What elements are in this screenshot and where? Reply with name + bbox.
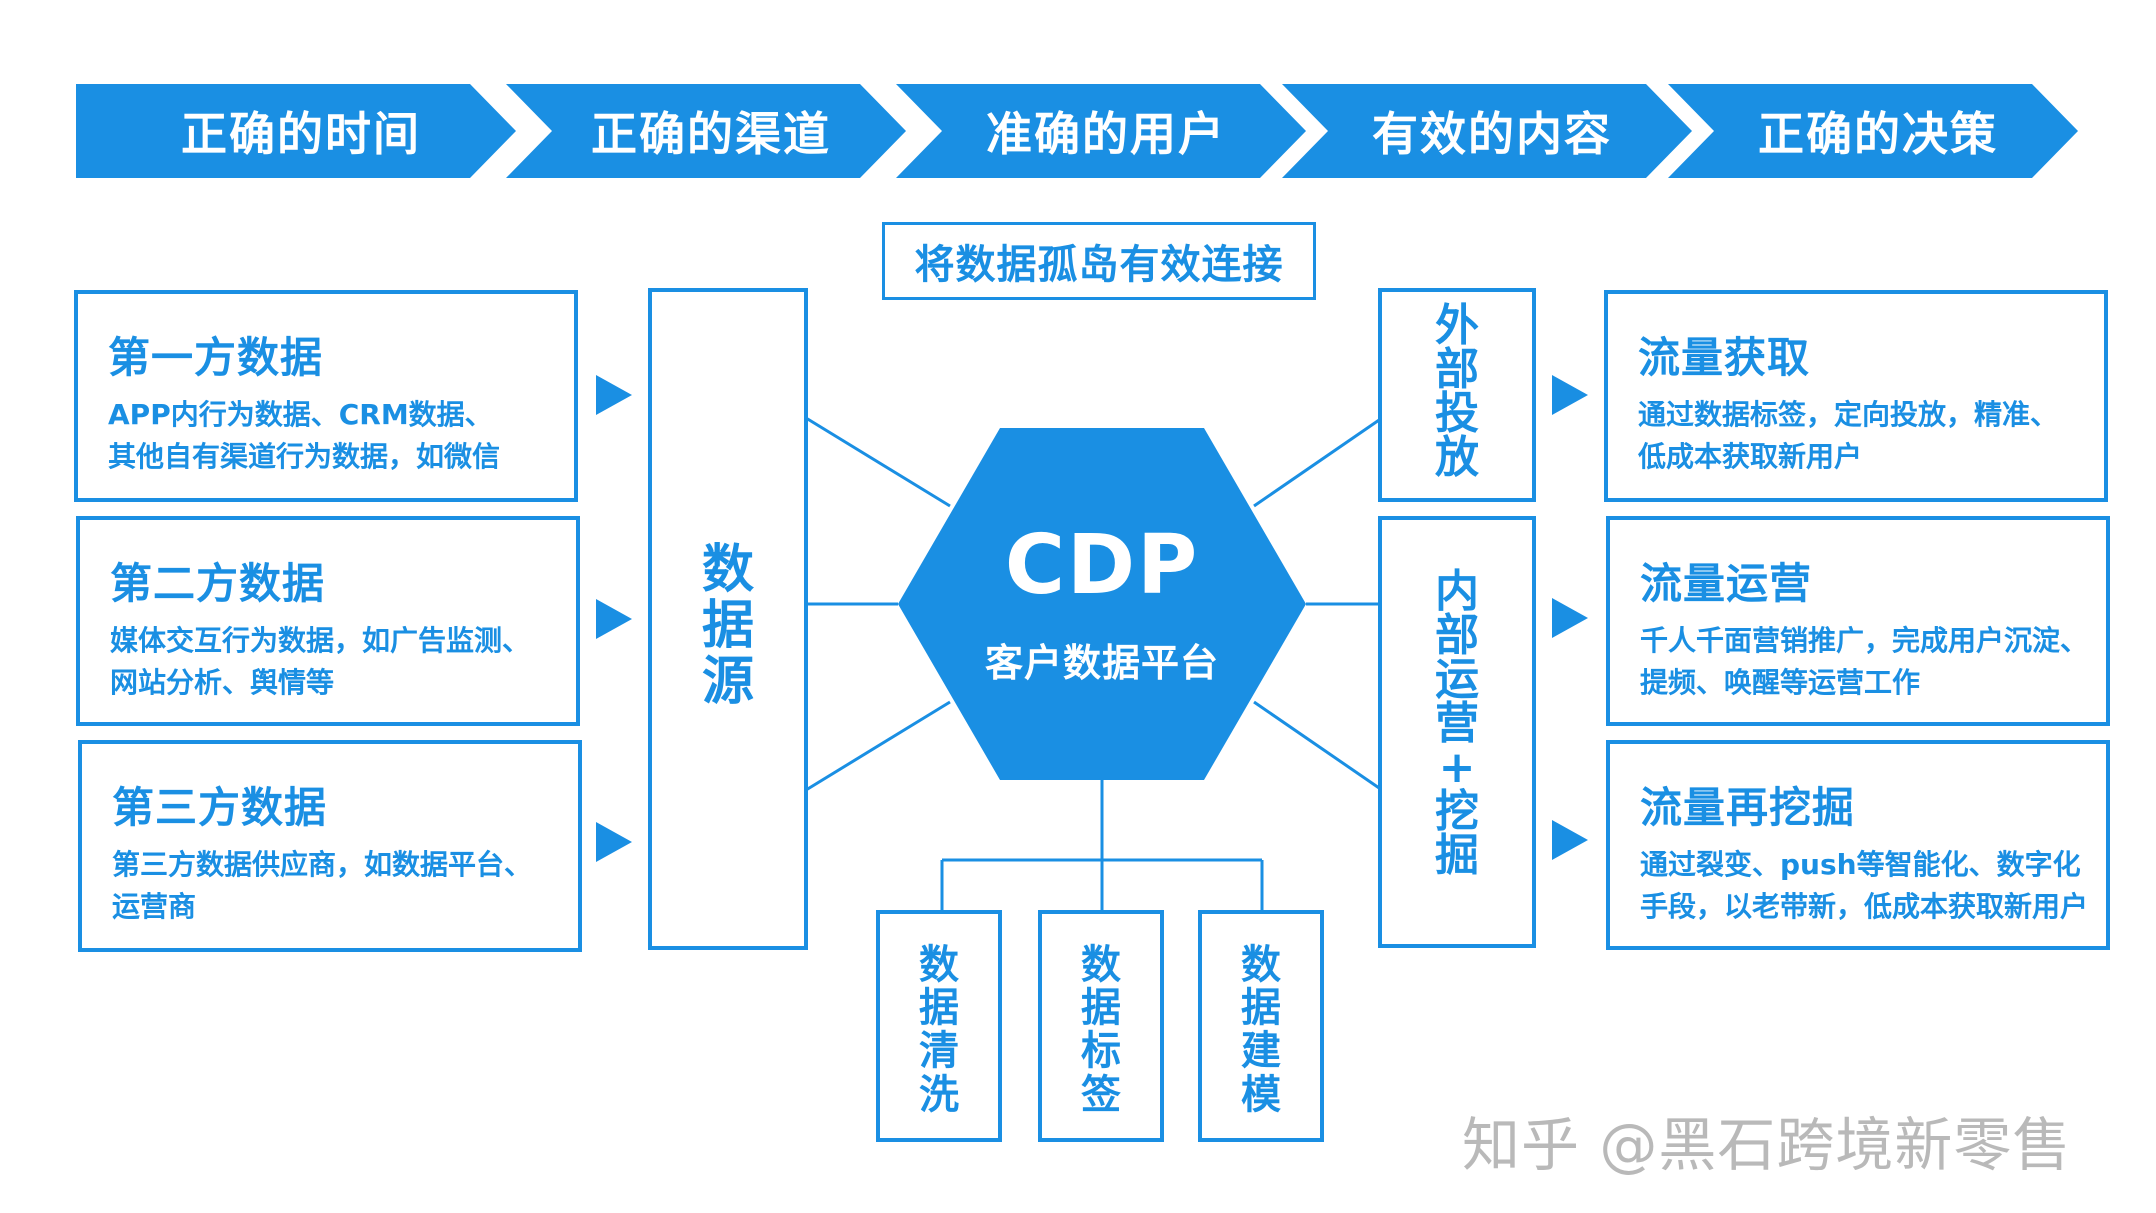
vertical-char: 据 [1241,985,1281,1032]
vertical-char: 源 [701,652,754,713]
outcome-desc-line: 通过数据标签，定向投放，精准、 [1638,398,2059,431]
arrow-right-icon [1552,820,1588,860]
outcome-desc-line: 千人千面营销推广，完成用户沉淀、 [1640,624,2089,657]
outcome-box-traffic-operation: 流量运营 千人千面营销推广，完成用户沉淀、 提频、唤醒等运营工作 [1606,516,2110,726]
vertical-char: 外 [1435,300,1479,351]
cdp-title: CDP [1004,518,1200,613]
vertical-char: 洗 [919,1071,959,1118]
vertical-char: 挖 [1435,786,1479,837]
vertical-char: 营 [1435,698,1479,749]
outcome-box-traffic-remining: 流量再挖掘 通过裂变、push等智能化、数字化 手段，以老带新，低成本获取新用户 [1606,740,2110,950]
connect-label: 将数据孤岛有效连接 [882,222,1316,300]
outcome-desc-line: 通过裂变、push等智能化、数字化 [1640,848,2081,881]
source-description: 媒体交互行为数据，如广告监测、 网站分析、舆情等 [110,620,556,704]
process-label: 数 据 建 模 [1202,942,1320,1118]
external-placement-box: 外 部 投 放 [1378,288,1536,502]
arrow-right-icon [1552,598,1588,638]
vertical-char: 内 [1435,566,1479,617]
connector-line [1253,700,1383,792]
banner-step-label: 正确的决策 [1758,107,1998,161]
source-desc-line: 网站分析、舆情等 [110,666,335,699]
vertical-char: 运 [1435,654,1479,705]
vertical-char: 建 [1241,1028,1281,1075]
process-box-data-cleaning: 数 据 清 洗 [876,910,1002,1142]
vertical-char: 标 [1081,1028,1121,1075]
source-desc-line: 运营商 [112,890,197,923]
outcome-box-traffic-acquisition: 流量获取 通过数据标签，定向投放，精准、 低成本获取新用户 [1604,290,2108,502]
banner-step-label: 正确的时间 [181,107,421,161]
outcome-title: 流量运营 [1640,559,1813,608]
vertical-char: 部 [1435,610,1479,661]
source-description: 第三方数据供应商，如数据平台、 运营商 [112,844,558,928]
source-box-second-party: 第二方数据 媒体交互行为数据，如广告监测、 网站分析、舆情等 [76,516,580,726]
vertical-char: 投 [1435,388,1479,439]
outcome-desc-line: 低成本获取新用户 [1638,440,1863,473]
banner-step-1: 正确的时间 [76,84,516,178]
vertical-char: 模 [1241,1071,1281,1118]
vertical-char: 掘 [1435,830,1479,881]
banner-step-label: 正确的渠道 [591,107,831,161]
source-desc-line: 其他自有渠道行为数据，如微信 [108,440,501,473]
source-desc-line: 第三方数据供应商，如数据平台、 [112,848,533,881]
connector-line [1253,416,1383,508]
banner-step-label: 有效的内容 [1372,107,1612,161]
outcome-desc-line: 提频、唤醒等运营工作 [1640,666,1921,699]
outcome-description: 通过裂变、push等智能化、数字化 手段，以老带新，低成本获取新用户 [1640,844,2089,928]
source-box-third-party: 第三方数据 第三方数据供应商，如数据平台、 运营商 [78,740,582,952]
process-label: 数 据 标 签 [1042,942,1160,1118]
source-description: APP内行为数据、CRM数据、 其他自有渠道行为数据，如微信 [108,394,554,478]
arrow-right-icon [596,375,632,415]
source-title: 第一方数据 [108,333,324,382]
data-source-label: 数 据 源 [652,540,804,713]
internal-operation-label: 内 部 运 营 + 挖 掘 [1382,570,1532,878]
banner-step-2: 正确的渠道 [506,84,906,178]
watermark: 知乎 @黑石跨境新零售 [1462,1111,2072,1179]
connector-line [805,700,951,792]
outcome-desc-line: 手段，以老带新，低成本获取新用户 [1640,890,2089,923]
internal-operation-box: 内 部 运 营 + 挖 掘 [1378,516,1536,948]
vertical-char: 据 [1081,985,1121,1032]
connector-line [805,416,951,508]
vertical-char: 数 [701,540,754,600]
source-desc-line: APP内行为数据、CRM数据、 [108,398,493,431]
data-source-box: 数 据 源 [648,288,808,950]
banner-step-4: 有效的内容 [1282,84,1692,178]
process-label: 数 据 清 洗 [880,942,998,1118]
outcome-description: 通过数据标签，定向投放，精准、 低成本获取新用户 [1638,394,2084,478]
outcome-title: 流量再挖掘 [1640,783,1856,832]
vertical-char: 据 [919,985,959,1032]
banner-step-label: 准确的用户 [986,107,1226,161]
source-desc-line: 媒体交互行为数据，如广告监测、 [110,624,531,657]
cdp-subtitle: 客户数据平台 [984,641,1219,685]
vertical-char: 据 [701,596,754,657]
arrow-right-icon [596,599,632,639]
vertical-char: 部 [1435,344,1479,395]
vertical-char: 放 [1435,432,1479,483]
source-title: 第二方数据 [110,559,326,608]
source-title: 第三方数据 [112,783,328,832]
vertical-char: 数 [1241,942,1281,988]
process-box-data-modeling: 数 据 建 模 [1198,910,1324,1142]
process-box-data-tagging: 数 据 标 签 [1038,910,1164,1142]
vertical-char: 数 [1081,942,1121,988]
vertical-char: 签 [1081,1071,1121,1118]
banner-step-3: 准确的用户 [896,84,1306,178]
arrow-right-icon [1552,375,1588,415]
source-box-first-party: 第一方数据 APP内行为数据、CRM数据、 其他自有渠道行为数据，如微信 [74,290,578,502]
outcome-description: 千人千面营销推广，完成用户沉淀、 提频、唤醒等运营工作 [1640,620,2089,704]
vertical-char: + [1438,742,1476,793]
external-placement-label: 外 部 投 放 [1382,304,1532,480]
vertical-char: 数 [919,942,959,988]
arrow-right-icon [596,822,632,862]
banner-step-5: 正确的决策 [1668,84,2078,178]
outcome-title: 流量获取 [1638,333,1811,382]
vertical-char: 清 [919,1028,959,1075]
